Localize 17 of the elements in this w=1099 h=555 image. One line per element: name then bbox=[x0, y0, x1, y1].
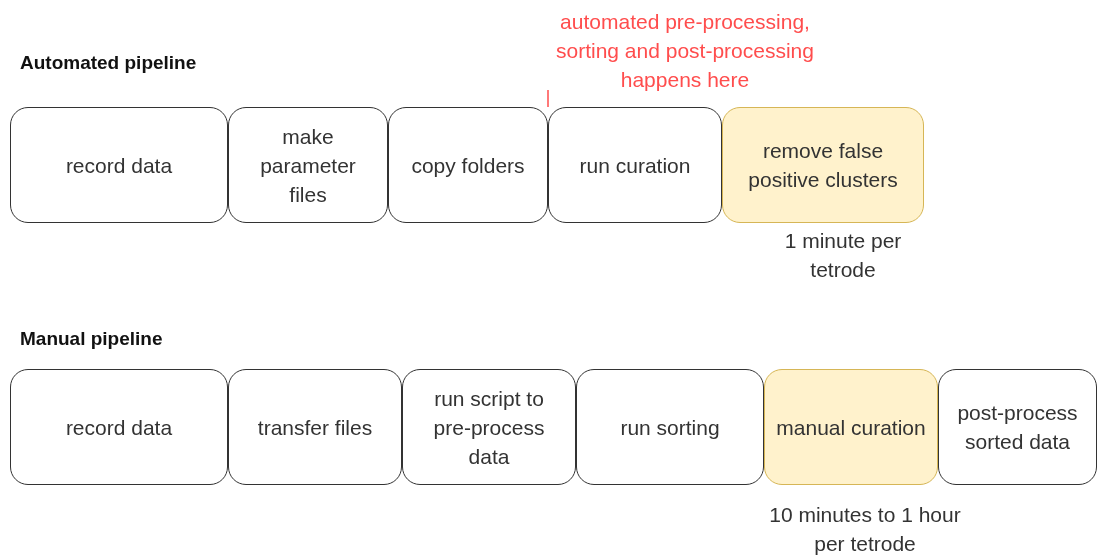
highlighted-process-box: manual curation bbox=[764, 369, 938, 485]
highlighted-process-box: remove false positive clusters bbox=[722, 107, 924, 223]
process-box: make parameter files bbox=[228, 107, 388, 223]
process-box: copy folders bbox=[388, 107, 548, 223]
process-box: run sorting bbox=[576, 369, 764, 485]
annotation-text: automated pre-processing, sorting and post-processing happens here bbox=[530, 8, 840, 92]
process-box: record data bbox=[10, 369, 228, 485]
process-box: run curation bbox=[548, 107, 722, 223]
process-box: record data bbox=[10, 107, 228, 223]
leader-line bbox=[547, 89, 549, 108]
section-heading: Manual pipeline bbox=[20, 328, 163, 350]
section-heading: Automated pipeline bbox=[20, 52, 197, 74]
duration-caption: 1 minute per tetrode bbox=[783, 228, 903, 283]
duration-caption: 10 minutes to 1 hour per tetrode bbox=[768, 502, 962, 555]
process-box: transfer files bbox=[228, 369, 402, 485]
process-box: post-process sorted data bbox=[938, 369, 1097, 485]
process-box: run script to pre-process data bbox=[402, 369, 576, 485]
